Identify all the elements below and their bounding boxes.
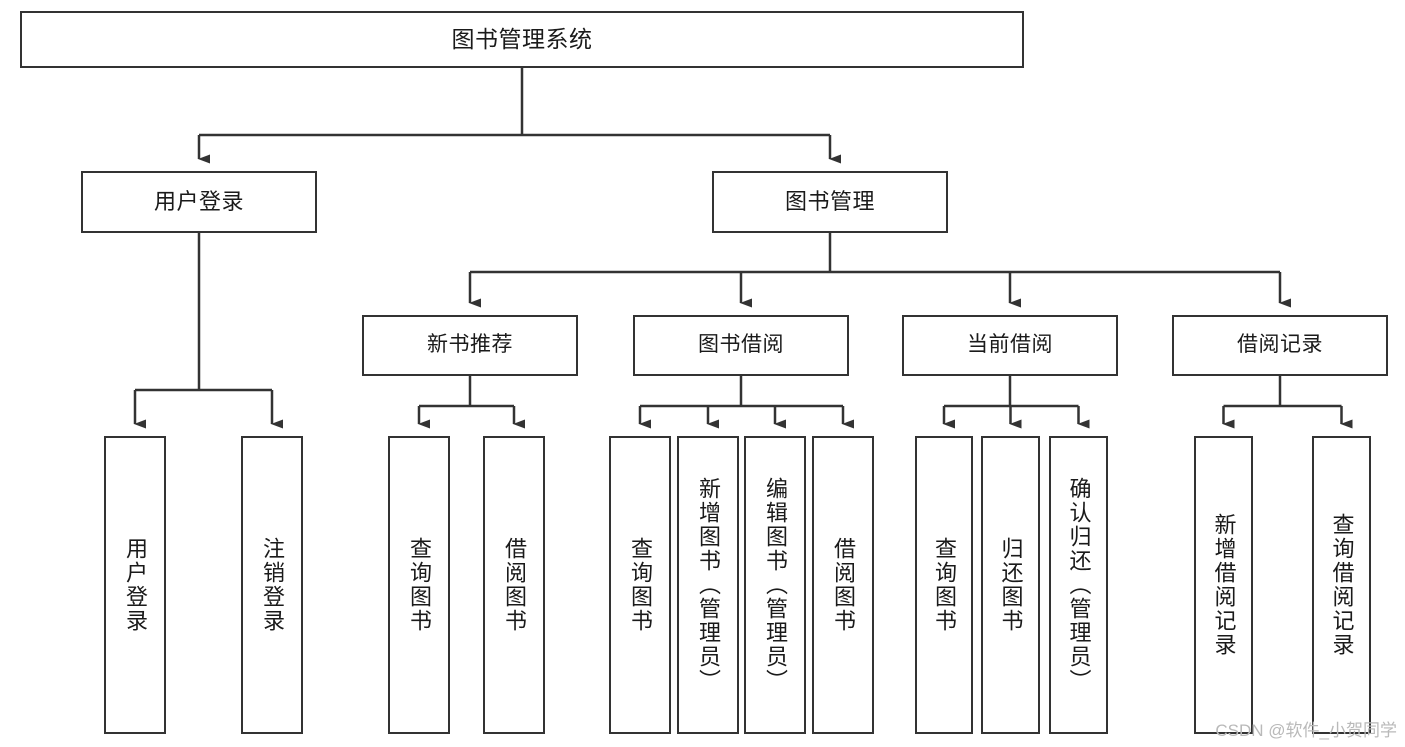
root-node-图书管理系统[interactable]: 图书管理系统 [20, 11, 1024, 68]
node-label: 借阅记录 [1237, 333, 1323, 357]
edge-group [133, 68, 1353, 429]
leaf-node-leaf-return-book[interactable]: 归还图书 [981, 436, 1040, 734]
node-label: 查询图书 [628, 537, 653, 633]
leaf-node-leaf-query-book-2[interactable]: 查询图书 [609, 436, 671, 734]
node-label: 归还图书 [998, 537, 1024, 633]
leaf-node-leaf-borrow-book-1[interactable]: 借阅图书 [483, 436, 545, 734]
leaf-node-leaf-query-record[interactable]: 查询借阅记录 [1312, 436, 1371, 734]
leaf-node-leaf-edit-book[interactable]: 编辑图书（管理员） [744, 436, 806, 734]
node-borrow-record[interactable]: 借阅记录 [1172, 315, 1388, 376]
leaf-node-leaf-add-record[interactable]: 新增借阅记录 [1194, 436, 1253, 734]
node-label: 借阅图书 [502, 537, 527, 633]
node-label: 图书管理系统 [451, 26, 593, 53]
node-user-login[interactable]: 用户登录 [81, 171, 317, 233]
node-label: 借阅图书 [831, 537, 856, 633]
leaf-node-leaf-query-book-1[interactable]: 查询图书 [388, 436, 450, 734]
node-label: 查询图书 [407, 537, 432, 633]
node-label: 用户登录 [123, 537, 148, 633]
node-book-manage[interactable]: 图书管理 [712, 171, 948, 233]
node-label: 新增借阅记录 [1211, 513, 1237, 657]
leaf-node-leaf-confirm-return[interactable]: 确认归还（管理员） [1049, 436, 1108, 734]
leaf-node-leaf-query-book-3[interactable]: 查询图书 [915, 436, 973, 734]
leaf-node-leaf-user-login[interactable]: 用户登录 [104, 436, 166, 734]
node-label: 用户登录 [153, 189, 244, 215]
node-label: 编辑图书（管理员） [763, 477, 788, 693]
node-label: 查询借阅记录 [1329, 513, 1355, 657]
leaf-node-leaf-add-book[interactable]: 新增图书（管理员） [677, 436, 739, 734]
node-label: 注销登录 [260, 537, 285, 633]
node-book-borrow[interactable]: 图书借阅 [633, 315, 849, 376]
node-label: 当前借阅 [967, 333, 1053, 357]
node-current-borrow[interactable]: 当前借阅 [902, 315, 1118, 376]
node-label: 新增图书（管理员） [696, 477, 721, 693]
node-label: 确认归还（管理员） [1066, 477, 1092, 693]
node-label: 查询图书 [932, 537, 957, 633]
node-label: 新书推荐 [427, 333, 513, 357]
node-new-book-rec[interactable]: 新书推荐 [362, 315, 578, 376]
leaf-node-leaf-borrow-book-2[interactable]: 借阅图书 [812, 436, 874, 734]
node-label: 图书管理 [784, 189, 875, 215]
node-label: 图书借阅 [698, 333, 784, 357]
leaf-node-leaf-user-logout[interactable]: 注销登录 [241, 436, 303, 734]
